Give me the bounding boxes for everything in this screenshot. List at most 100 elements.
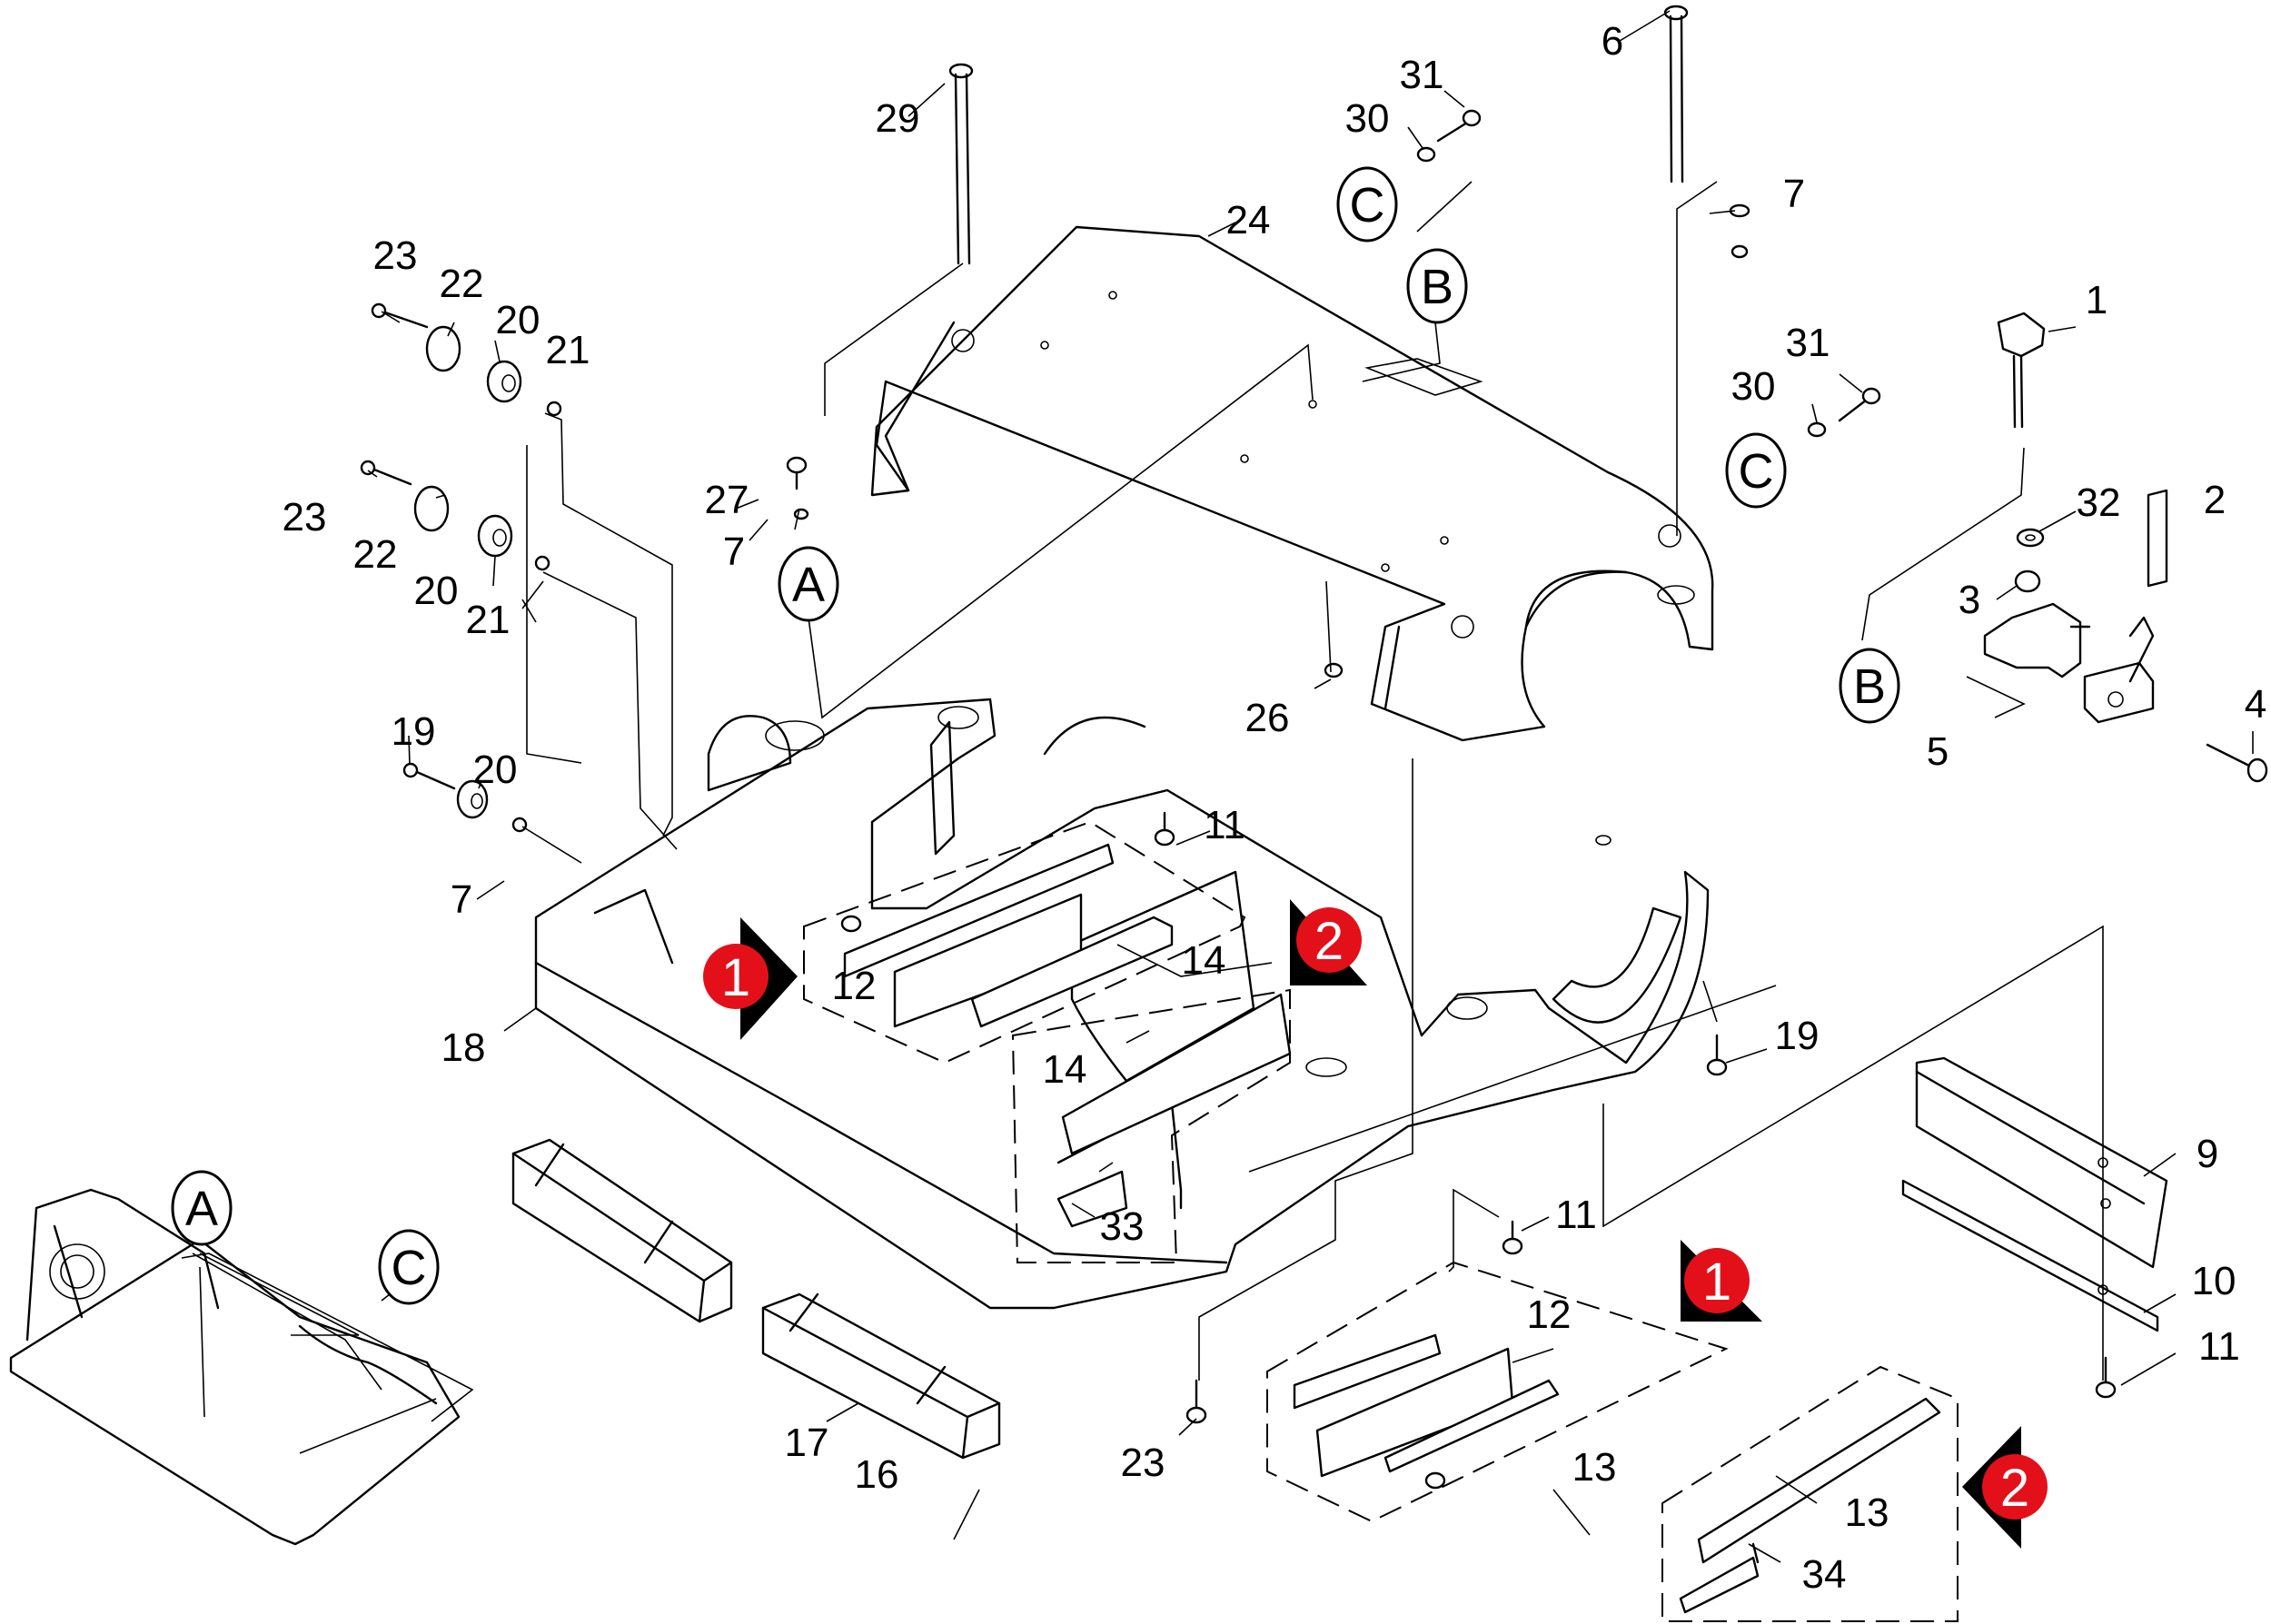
callout-3: 3 <box>1959 578 1980 622</box>
screw-part-19-right <box>1706 1034 1728 1076</box>
reference-label: B <box>1853 659 1886 714</box>
rail-part-9 <box>1915 1056 2168 1269</box>
knob-screw-part <box>1997 312 2046 429</box>
callout-26: 26 <box>1245 696 1290 740</box>
callout-7: 7 <box>1783 172 1805 216</box>
variant-marker-1-lower: 1 <box>1681 1240 1762 1322</box>
callout-4: 4 <box>2245 682 2266 727</box>
reference-bubble-b-top: B <box>1406 248 1468 324</box>
callout-11: 11 <box>1204 803 1245 847</box>
base-frame-part <box>534 585 1710 1310</box>
variant-1-detail-lower <box>1266 1261 1729 1523</box>
callout-11: 11 <box>2198 1324 2240 1369</box>
roller-assembly-lower <box>402 762 528 833</box>
foam-block-upper <box>511 1138 733 1323</box>
callout-14: 14 <box>1043 1047 1087 1092</box>
bracket-part-2 <box>2147 489 2168 588</box>
callout-32: 32 <box>2077 480 2121 525</box>
top-cover-part <box>870 225 1714 742</box>
callout-31: 31 <box>1786 321 1830 365</box>
variant-marker-2-lower: 2 <box>1962 1426 2048 1549</box>
washer-part-32 <box>2016 528 2045 548</box>
marker-number: 1 <box>721 948 750 1007</box>
washer-part-30-right <box>1807 421 1827 438</box>
reference-bubble-c-inset: C <box>378 1229 440 1305</box>
part-callouts: 29 6 31 30 7 24 1 31 30 2 32 3 4 5 23 22… <box>283 19 2267 1597</box>
screw-part-31-top <box>1436 109 1482 143</box>
callout-7: 7 <box>451 877 472 922</box>
marker-number: 2 <box>1314 912 1344 971</box>
washer-part-30-top <box>1416 146 1436 163</box>
reference-label: A <box>792 558 825 612</box>
callout-14: 14 <box>1182 938 1226 983</box>
variant-2-detail-upper <box>1011 988 1292 1263</box>
callout-31: 31 <box>1400 53 1444 97</box>
callout-21: 21 <box>466 598 511 642</box>
callout-19: 19 <box>392 709 436 754</box>
callout-20: 20 <box>496 298 540 342</box>
callout-30: 30 <box>1345 96 1390 141</box>
callout-22: 22 <box>353 532 398 577</box>
reference-bubble-a-upper: A <box>778 546 839 622</box>
callout-22: 22 <box>440 262 484 306</box>
callout-9: 9 <box>2197 1132 2218 1176</box>
callout-23: 23 <box>373 233 418 278</box>
switch-assembly-part <box>1983 602 2155 724</box>
washer-part-7-top <box>1729 203 1750 259</box>
bolt-part-6 <box>1663 5 1689 183</box>
roller-assembly-upper <box>371 302 562 417</box>
variant-marker-1-upper: 1 <box>703 917 798 1040</box>
reference-label: C <box>392 1241 427 1295</box>
screw-part-27 <box>786 456 809 520</box>
screw-part-23-lower <box>1185 1379 1207 1424</box>
callout-12: 12 <box>832 964 877 1008</box>
callout-2: 2 <box>2204 478 2226 522</box>
screw-part-11-right <box>2095 1356 2117 1399</box>
foam-block-lower <box>761 1292 1001 1460</box>
callout-11: 11 <box>1555 1193 1597 1237</box>
screw-part-31-right <box>1838 387 1881 422</box>
callout-24: 24 <box>1226 198 1271 243</box>
reference-label: C <box>1350 178 1385 233</box>
nut-part-3 <box>2014 569 2041 593</box>
variant-marker-2-upper: 2 <box>1290 899 1367 985</box>
callout-19: 19 <box>1775 1014 1820 1058</box>
callout-20: 20 <box>473 748 518 792</box>
callout-29: 29 <box>876 96 920 141</box>
screw-part-11-middle <box>1502 1220 1523 1255</box>
nut-part-26 <box>1324 662 1344 678</box>
callout-10: 10 <box>2192 1259 2236 1303</box>
callout-13: 13 <box>1572 1445 1617 1490</box>
callout-18: 18 <box>441 1025 486 1070</box>
callout-16: 16 <box>855 1452 899 1497</box>
callout-23: 23 <box>1121 1441 1165 1485</box>
callout-6: 6 <box>1602 19 1623 64</box>
callout-30: 30 <box>1731 364 1776 409</box>
screw-part-11-upper <box>1154 811 1175 847</box>
reference-label: A <box>185 1182 218 1236</box>
reference-bubble-c-top: C <box>1336 166 1398 243</box>
screw-part-4 <box>2206 743 2268 783</box>
reference-bubble-b-right: B <box>1839 648 1900 724</box>
reference-bubble-a-inset: A <box>171 1170 233 1246</box>
reference-label: B <box>1421 260 1453 314</box>
callout-23: 23 <box>283 495 327 540</box>
marker-number: 2 <box>2000 1459 2029 1518</box>
callout-21: 21 <box>546 328 590 372</box>
variant-2-detail-lower <box>1661 1365 1959 1622</box>
callout-17: 17 <box>785 1421 829 1465</box>
callout-34: 34 <box>1802 1552 1847 1597</box>
callout-13: 13 <box>1845 1490 1889 1535</box>
callout-12: 12 <box>1527 1292 1572 1337</box>
reference-bubble-c-right: C <box>1725 432 1787 509</box>
reference-label: C <box>1739 444 1774 499</box>
roller-assembly-middle <box>360 460 550 571</box>
callout-1: 1 <box>2086 278 2107 322</box>
callout-33: 33 <box>1100 1204 1145 1249</box>
marker-number: 1 <box>1702 1253 1731 1312</box>
callout-7: 7 <box>723 530 745 574</box>
variant-1-detail-upper <box>803 820 1246 1065</box>
callout-5: 5 <box>1927 729 1949 774</box>
bolt-part-29 <box>948 63 974 265</box>
